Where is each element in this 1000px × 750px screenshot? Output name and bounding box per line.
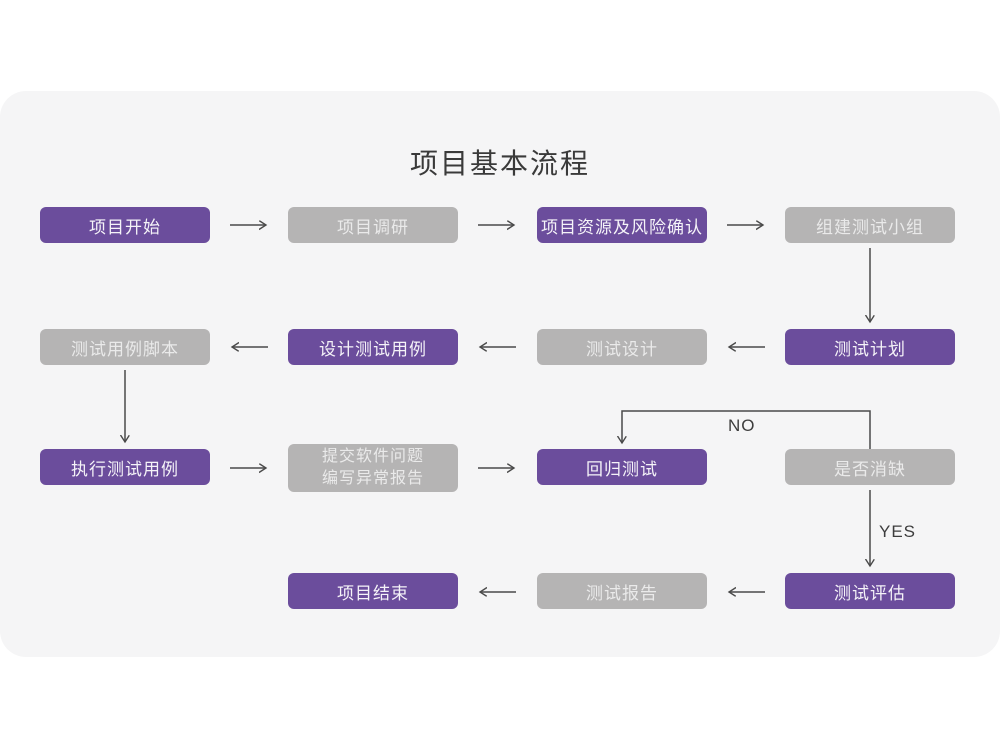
- node-submit-issues-line1: 提交软件问题: [321, 448, 424, 465]
- node-test-report: 测试报告: [537, 573, 707, 609]
- page-title: 项目基本流程: [409, 148, 590, 179]
- node-submit-issues-line2: 编写异常报告: [321, 470, 424, 487]
- flowchart-card: [0, 91, 1000, 657]
- node-test-design: 测试设计: [537, 329, 707, 365]
- node-test-evaluation: 测试评估: [785, 573, 955, 609]
- node-submit-issues-report: 提交软件问题 编写异常报告: [288, 444, 458, 492]
- node-project-research: 项目调研: [288, 207, 458, 243]
- node-regression-test: 回归测试: [537, 449, 707, 485]
- edge-label-no: NO: [728, 416, 756, 435]
- node-test-plan: 测试计划: [785, 329, 955, 365]
- node-project-end: 项目结束: [288, 573, 458, 609]
- node-defect-resolved-decision: 是否消缺: [785, 449, 955, 485]
- node-resource-risk-confirm: 项目资源及风险确认: [537, 207, 707, 243]
- node-project-start: 项目开始: [40, 207, 210, 243]
- node-build-test-team: 组建测试小组: [785, 207, 955, 243]
- node-execute-test-cases: 执行测试用例: [40, 449, 210, 485]
- edge-label-yes: YES: [879, 522, 917, 541]
- node-test-case-script: 测试用例脚本: [40, 329, 210, 365]
- node-design-test-cases: 设计测试用例: [288, 329, 458, 365]
